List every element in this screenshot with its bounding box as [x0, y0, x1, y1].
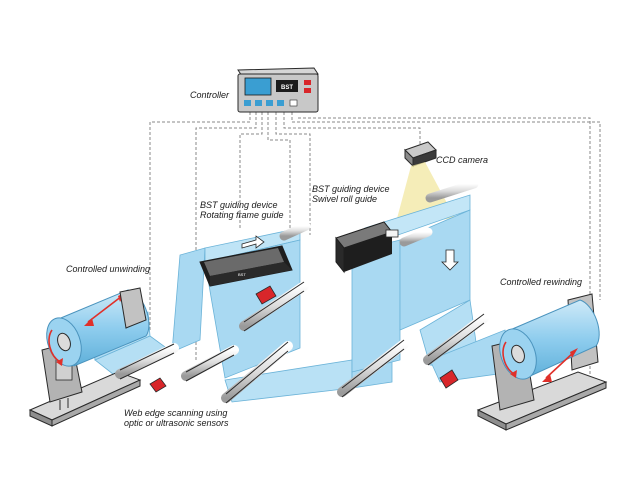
edge-sensor-frame: [255, 285, 277, 305]
down-arrow-icon: [441, 249, 459, 271]
rotation-arrow: [48, 329, 61, 363]
edge-sensor-rewind: [439, 369, 459, 389]
roller: [221, 341, 293, 404]
edge-scanning-label: Web edge scanning using optic or ultraso…: [124, 408, 229, 428]
cable-edge-sensor: [195, 112, 257, 360]
controller-logo: BST: [281, 85, 293, 91]
swivel-roll-label-line1: BST guiding device: [312, 184, 390, 194]
edge-scanning-label-line2: optic or ultrasonic sensors: [124, 418, 229, 428]
swivel-roll-guide: [335, 221, 459, 274]
edge-sensors: [149, 285, 459, 393]
unwind-station: [28, 287, 150, 427]
cable-frame-sensor: [267, 112, 291, 290]
rollers: [115, 179, 489, 404]
rotating-frame-label: BST guiding device Rotating frame guide: [200, 200, 284, 220]
roller: [239, 281, 309, 332]
roller: [181, 345, 239, 382]
pivot-arrow-icon: [241, 235, 265, 249]
cable-rotating-frame: [239, 112, 263, 230]
traverse-arrow: [87, 295, 123, 323]
roller: [425, 179, 479, 203]
cable-ccd-camera: [283, 112, 421, 146]
rotating-frame-label-line1: BST guiding device: [200, 200, 278, 210]
edge-scanning-label-line1: Web edge scanning using: [124, 408, 228, 418]
roller: [115, 343, 179, 380]
rotation-arrow-rewind: [502, 341, 515, 375]
rewind-station: [476, 293, 608, 431]
cable-rewinding: [291, 112, 601, 300]
controller-label: Controller: [190, 90, 230, 100]
traverse-arrow-rewind: [545, 351, 575, 379]
rotating-frame-label-line2: Rotating frame guide: [200, 210, 284, 220]
roller: [337, 339, 409, 398]
cable-swivel-roll: [275, 112, 311, 235]
roller: [399, 227, 433, 247]
ccd-camera-label: CCD camera: [436, 155, 489, 165]
swivel-roll-label-line2: Swivel roll guide: [312, 194, 378, 204]
edge-sensor-unwind: [149, 377, 167, 393]
roller: [423, 313, 489, 366]
controller-display: [244, 77, 272, 96]
cable-unwinding: [149, 112, 251, 330]
unwinding-label: Controlled unwinding: [66, 264, 151, 274]
svg-text:BST: BST: [238, 272, 246, 277]
swivel-roll-label: BST guiding device Swivel roll guide: [312, 184, 390, 204]
roller: [279, 221, 311, 241]
controller-unit: BST: [237, 67, 319, 113]
rewinding-label: Controlled rewinding: [500, 277, 583, 287]
rotating-frame-guide: BST: [199, 235, 293, 287]
